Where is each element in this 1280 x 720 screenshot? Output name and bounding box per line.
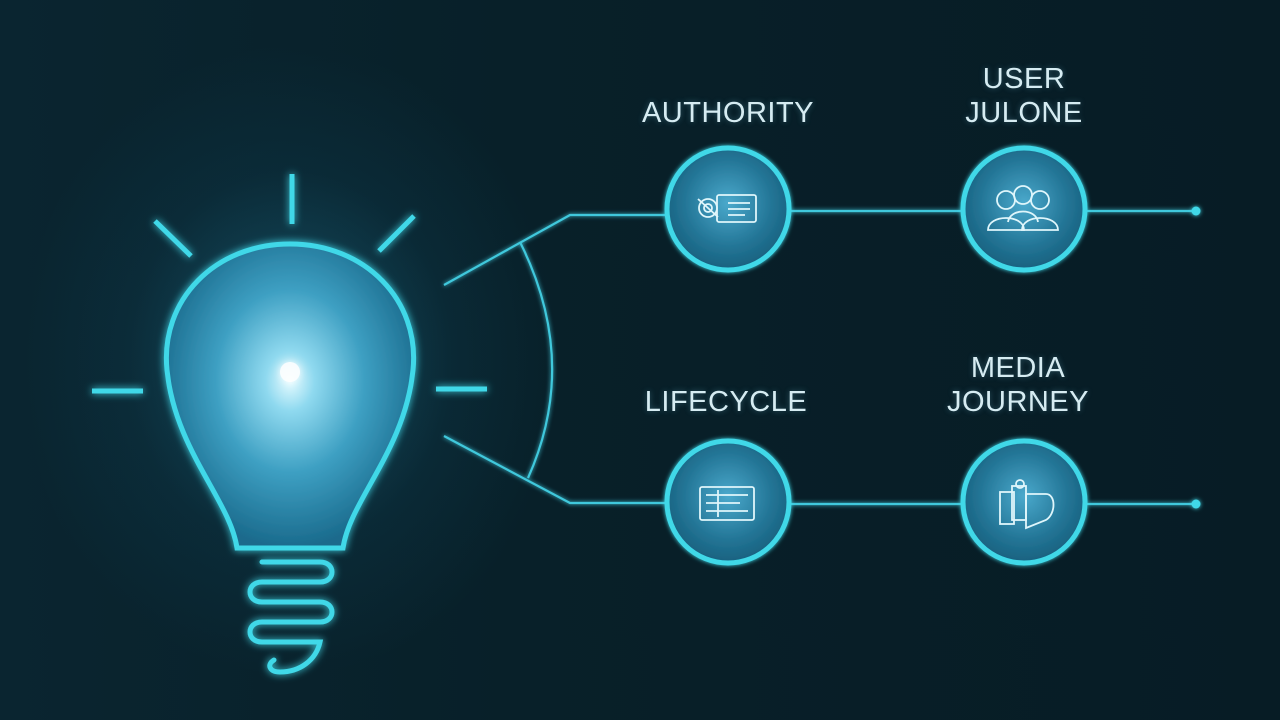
node-label-authority: AUTHORITY [641, 97, 815, 129]
users-group-icon [987, 185, 1059, 231]
media-files-icon [999, 479, 1055, 530]
node-label-lifecycle: LIFECYCLE [644, 386, 808, 418]
endpoint-dot-top [1191, 206, 1201, 216]
bulb-glass [163, 241, 417, 551]
endpoint-dot-bottom [1191, 499, 1201, 509]
bulb-rays [92, 174, 487, 394]
certificate-icon [697, 194, 757, 223]
node-media-journey [960, 438, 1088, 566]
node-authority [664, 145, 792, 273]
node-label-user-journey: USER JULONE [965, 63, 1083, 129]
dashboard-panel-icon [699, 486, 755, 521]
lightbulb-icon [92, 174, 487, 675]
node-lifecycle [664, 438, 792, 566]
node-label-media-journey: MEDIA JOURNEY [946, 352, 1090, 418]
node-user-journey [960, 145, 1088, 273]
connector-lines [443, 209, 1196, 506]
bulb-base [247, 559, 335, 675]
